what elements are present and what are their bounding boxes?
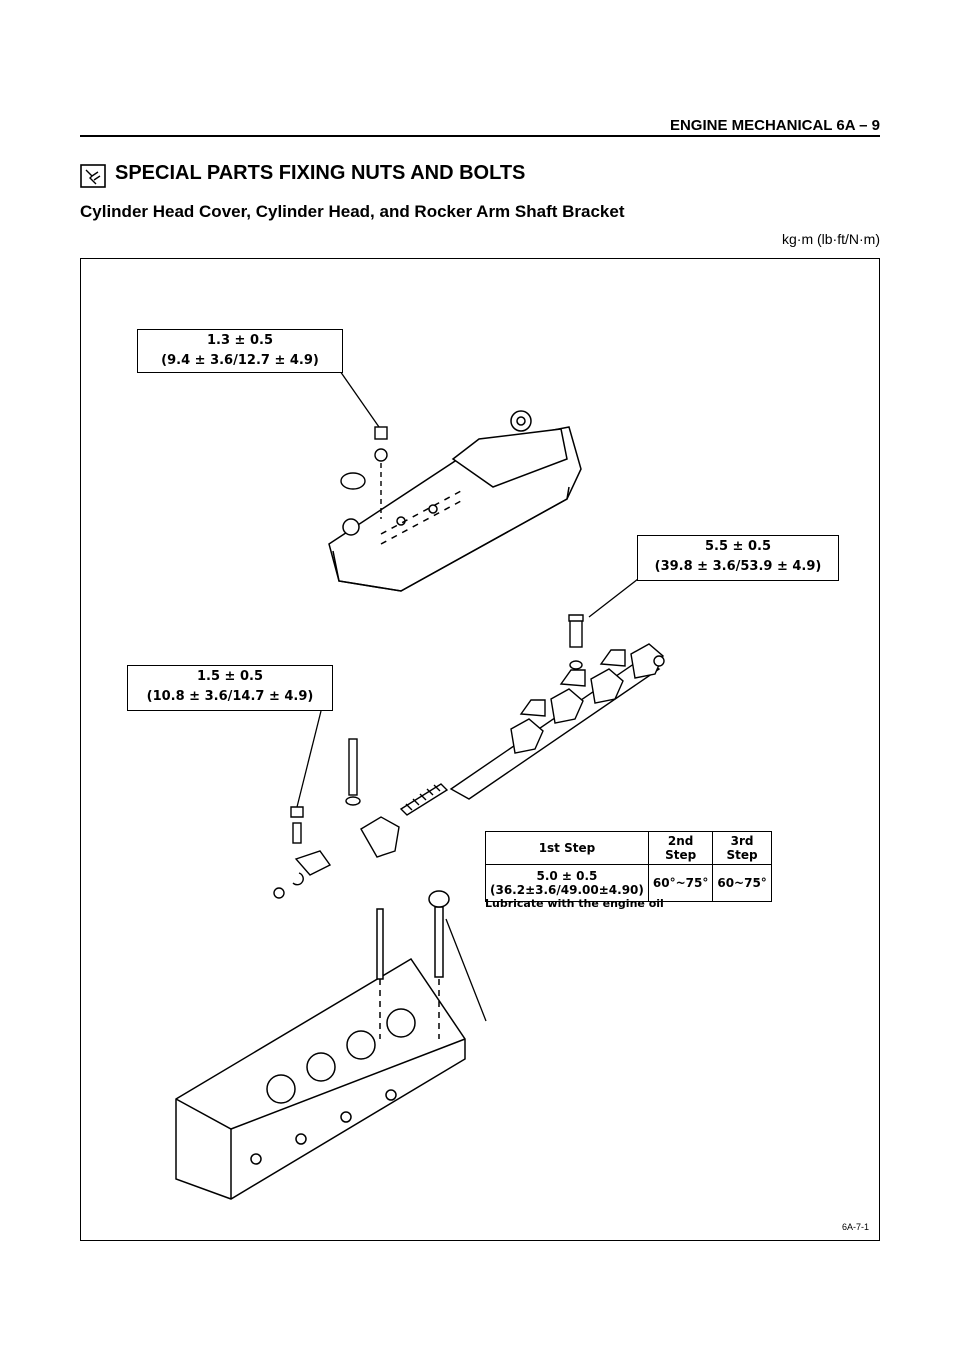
table-cell-2nd-step: 60°~75°: [647, 864, 714, 902]
first-step-conversion: (36.2±3.6/49.00±4.90): [490, 883, 644, 897]
exploded-view-drawing: [175, 370, 665, 1200]
stud-nut-torque-callout: 1.5 ± 0.5 (10.8 ± 3.6/14.7 ± 4.9): [127, 665, 333, 711]
cover-nut-torque-conversion: (9.4 ± 3.6/12.7 ± 4.9): [161, 353, 319, 368]
cover-nut-torque-kgm: 1.3 ± 0.5: [206, 333, 273, 348]
cover-nut: [340, 426, 388, 519]
rocker-bolt-torque-callout: 5.5 ± 0.5 (39.8 ± 3.6/53.9 ± 4.9): [637, 535, 839, 581]
lubrication-note: Lubricate with the engine oil: [485, 897, 664, 910]
table-cell-3rd-step: 60~75°: [712, 864, 772, 902]
section-title: SPECIAL PARTS FIXING NUTS AND BOLTS: [115, 162, 526, 184]
table-header-3rd-step: 3rd Step: [712, 831, 772, 865]
stud-nut-torque-kgm: 1.5 ± 0.5: [196, 669, 263, 684]
table-header-1st-step: 1st Step: [485, 831, 649, 865]
header-rule: [80, 135, 880, 137]
page-header-title: ENGINE MECHANICAL 6A – 9: [669, 117, 880, 134]
torque-units: kg·m (lb·ft/N·m): [782, 231, 880, 247]
head-bolt-torque-table: 1st Step 2nd Step 3rd Step 5.0 ± 0.5 (36…: [485, 831, 772, 902]
rocker-arm-shaft-assembly: [273, 614, 665, 899]
cylinder-head-cover: [328, 410, 582, 592]
rocker-bolt-torque-kgm: 5.5 ± 0.5: [704, 539, 771, 554]
cover-nut-leader: [339, 370, 380, 428]
cylinder-head: [175, 890, 466, 1200]
rocker-bolt-torque-conversion: (39.8 ± 3.6/53.9 ± 4.9): [654, 559, 822, 574]
exploded-parts-figure: 1.3 ± 0.5 (9.4 ± 3.6/12.7 ± 4.9) 5.5 ± 0…: [80, 258, 880, 1241]
wrench-inspect-icon: [80, 164, 106, 188]
table-cell-1st-step: 5.0 ± 0.5 (36.2±3.6/49.00±4.90): [485, 864, 649, 902]
stud-nut-leader: [296, 710, 322, 808]
first-step-kgm: 5.0 ± 0.5: [536, 869, 598, 883]
figure-code: 6A-7-1: [841, 1222, 869, 1232]
head-bolt-leader: [445, 918, 487, 1022]
figure-subtitle: Cylinder Head Cover, Cylinder Head, and …: [80, 202, 625, 221]
cover-nut-torque-callout: 1.3 ± 0.5 (9.4 ± 3.6/12.7 ± 4.9): [137, 329, 343, 373]
stud-nut-torque-conversion: (10.8 ± 3.6/14.7 ± 4.9): [146, 689, 314, 704]
table-header-row: 1st Step 2nd Step 3rd Step: [485, 831, 772, 865]
table-row: 5.0 ± 0.5 (36.2±3.6/49.00±4.90) 60°~75° …: [485, 864, 772, 902]
table-header-2nd-step: 2nd Step: [647, 831, 714, 865]
rocker-bolt-leader: [588, 578, 639, 618]
